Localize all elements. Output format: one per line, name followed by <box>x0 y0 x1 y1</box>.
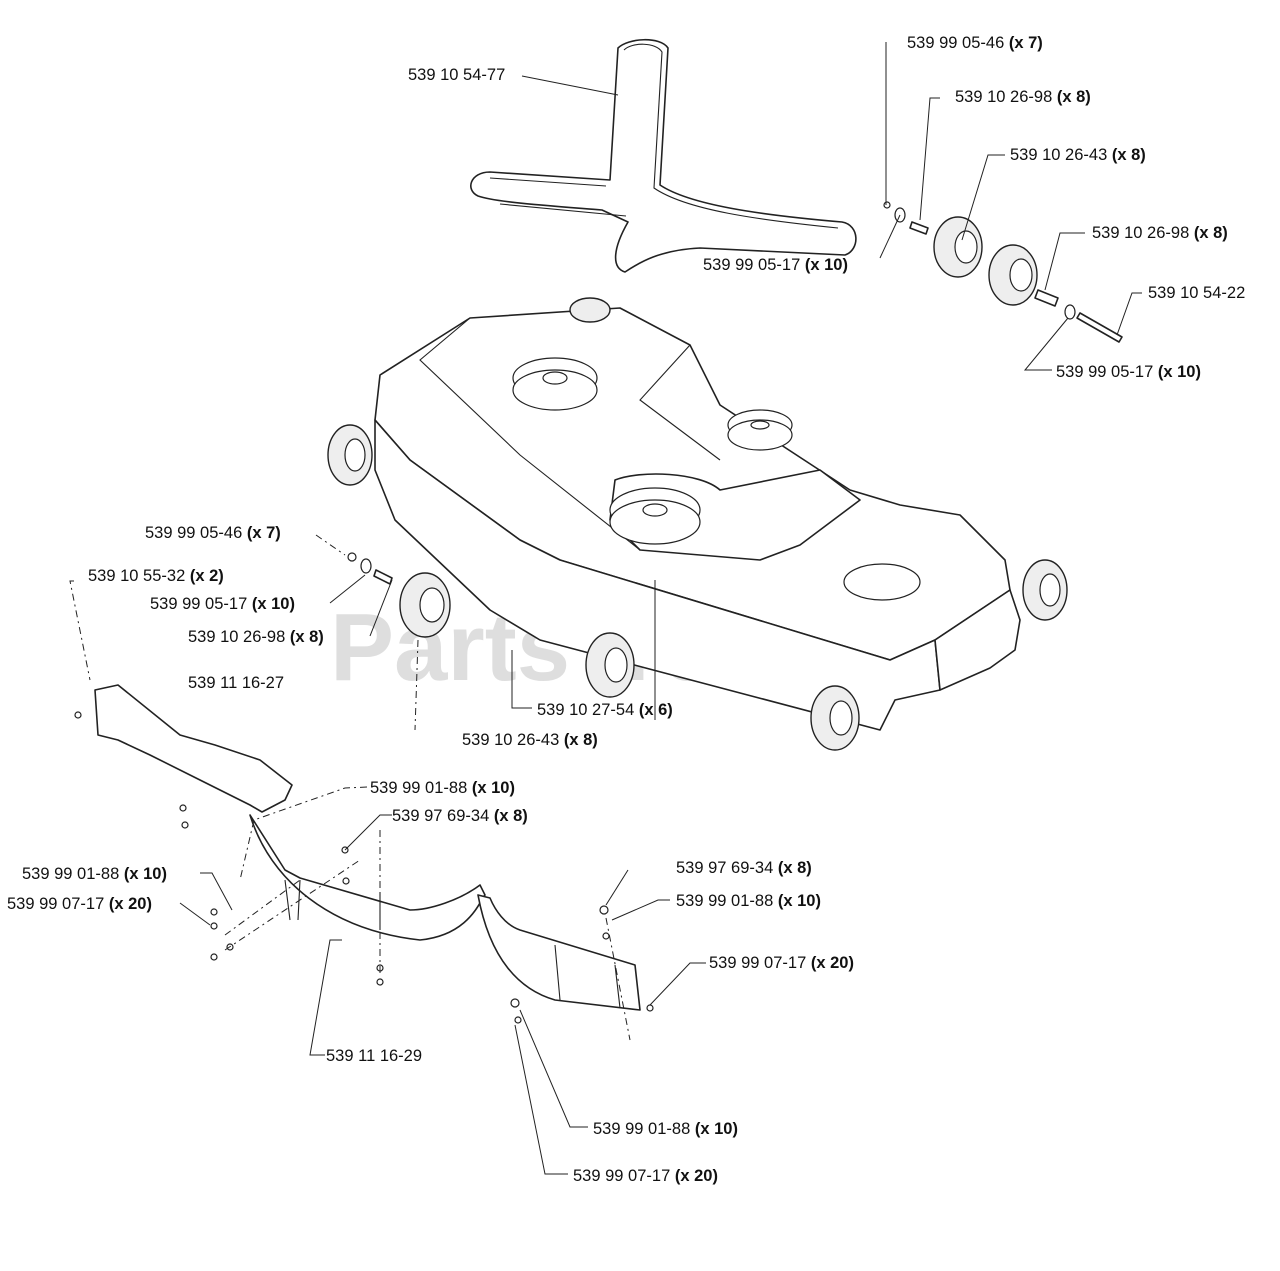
label-c-wheel: 539 10 26-43 (x 8) <box>462 731 598 749</box>
label-tr-spacer2: 539 10 26-98 (x 8) <box>1092 224 1228 242</box>
part-qty: (x 10) <box>778 892 821 910</box>
part-qty: (x 20) <box>109 895 152 913</box>
spindle-cover-right <box>843 563 921 601</box>
pulley-left <box>512 357 598 411</box>
part-number: 539 99 05-46 <box>907 34 1004 52</box>
pulley-right <box>727 409 793 451</box>
part-qty: (x 10) <box>805 256 848 274</box>
label-br-nut: 539 99 01-88 (x 10) <box>676 892 821 910</box>
part-labels: 539 10 54-77 539 99 05-46 (x 7) 539 10 2… <box>7 34 1245 1185</box>
pulley-center <box>609 487 701 545</box>
part-qty: (x 10) <box>695 1120 738 1138</box>
label-l-bolt: 539 99 05-46 (x 7) <box>145 524 281 542</box>
part-number: 539 99 01-88 <box>370 779 467 797</box>
label-tr-bolt: 539 99 05-46 (x 7) <box>907 34 1043 52</box>
part-number: 539 11 16-29 <box>326 1047 422 1065</box>
label-l-bracket: 539 10 55-32 (x 2) <box>88 567 224 585</box>
part-qty: (x 8) <box>1057 88 1091 106</box>
part-number: 539 11 16-27 <box>188 674 284 692</box>
part-qty: (x 8) <box>778 859 812 877</box>
part-qty: (x 8) <box>290 628 324 646</box>
part-qty: (x 6) <box>639 701 673 719</box>
part-number: 539 10 54-77 <box>408 66 505 84</box>
part-qty: (x 2) <box>190 567 224 585</box>
label-tr-washer1: 539 99 05-17 (x 10) <box>703 256 848 274</box>
deck-wheel-right <box>1022 559 1068 621</box>
part-number: 539 99 05-46 <box>145 524 242 542</box>
part-number: 539 99 01-88 <box>22 865 119 883</box>
deck-wheel-front-right <box>810 685 860 751</box>
part-number: 539 99 05-17 <box>150 595 247 613</box>
part-number: 539 99 01-88 <box>593 1120 690 1138</box>
label-bb-washer: 539 99 07-17 (x 20) <box>573 1167 718 1185</box>
part-qty: (x 10) <box>124 865 167 883</box>
part-number: 539 10 26-98 <box>188 628 285 646</box>
label-tr-wheel: 539 10 26-43 (x 8) <box>1010 146 1146 164</box>
part-number: 539 10 54-22 <box>1148 284 1245 302</box>
part-number: 539 10 55-32 <box>88 567 185 585</box>
deck-wheel-front <box>585 632 635 698</box>
part-qty: (x 7) <box>1009 34 1043 52</box>
left-wheel-exploded <box>347 552 451 638</box>
part-qty: (x 7) <box>247 524 281 542</box>
label-tr-axle: 539 10 54-22 <box>1148 284 1245 302</box>
part-qty: (x 8) <box>1112 146 1146 164</box>
part-qty: (x 20) <box>675 1167 718 1185</box>
part-qty: (x 10) <box>252 595 295 613</box>
part-number: 539 97 69-34 <box>392 807 489 825</box>
label-tr-washer2: 539 99 05-17 (x 10) <box>1056 363 1201 381</box>
part-number: 539 10 27-54 <box>537 701 634 719</box>
label-br-washer: 539 99 07-17 (x 20) <box>709 954 854 972</box>
label-c-screw: 539 97 69-34 (x 8) <box>392 807 528 825</box>
part-number: 539 97 69-34 <box>676 859 773 877</box>
label-c-nut: 539 99 01-88 (x 10) <box>370 779 515 797</box>
bottom-shield <box>249 814 486 941</box>
part-number: 539 99 05-17 <box>1056 363 1153 381</box>
part-number: 539 10 26-43 <box>462 731 559 749</box>
label-tr-spacer1: 539 10 26-98 (x 8) <box>955 88 1091 106</box>
part-number: 539 99 07-17 <box>709 954 806 972</box>
wheel-assembly-exploded <box>883 201 1123 343</box>
left-shield <box>74 684 293 829</box>
part-number: 539 99 05-17 <box>703 256 800 274</box>
part-number: 539 10 26-98 <box>1092 224 1189 242</box>
mower-deck <box>327 297 1068 751</box>
part-qty: (x 10) <box>472 779 515 797</box>
label-b-shield: 539 11 16-29 <box>326 1047 422 1065</box>
deck-wheel-left <box>327 424 373 486</box>
part-number: 539 10 26-98 <box>955 88 1052 106</box>
part-qty: (x 10) <box>1158 363 1201 381</box>
drive-belt <box>470 38 857 273</box>
part-qty: (x 8) <box>564 731 598 749</box>
part-number: 539 10 26-43 <box>1010 146 1107 164</box>
leader-lines <box>69 42 1142 1175</box>
part-qty: (x 8) <box>1194 224 1228 242</box>
right-shield <box>477 894 654 1024</box>
part-qty: (x 20) <box>811 954 854 972</box>
label-bl-nut: 539 99 01-88 (x 10) <box>22 865 167 883</box>
deck-wheel-rear <box>569 297 611 323</box>
label-c-pin: 539 10 27-54 (x 6) <box>537 701 673 719</box>
part-number: 539 99 07-17 <box>7 895 104 913</box>
label-bl-washer: 539 99 07-17 (x 20) <box>7 895 152 913</box>
part-number: 539 99 01-88 <box>676 892 773 910</box>
label-bb-nut: 539 99 01-88 (x 10) <box>593 1120 738 1138</box>
label-l-shield: 539 11 16-27 <box>188 674 284 692</box>
label-l-spacer: 539 10 26-98 (x 8) <box>188 628 324 646</box>
label-br-screw: 539 97 69-34 (x 8) <box>676 859 812 877</box>
label-belt: 539 10 54-77 <box>408 66 505 84</box>
part-qty: (x 8) <box>494 807 528 825</box>
label-l-washer: 539 99 05-17 (x 10) <box>150 595 295 613</box>
part-number: 539 99 07-17 <box>573 1167 670 1185</box>
